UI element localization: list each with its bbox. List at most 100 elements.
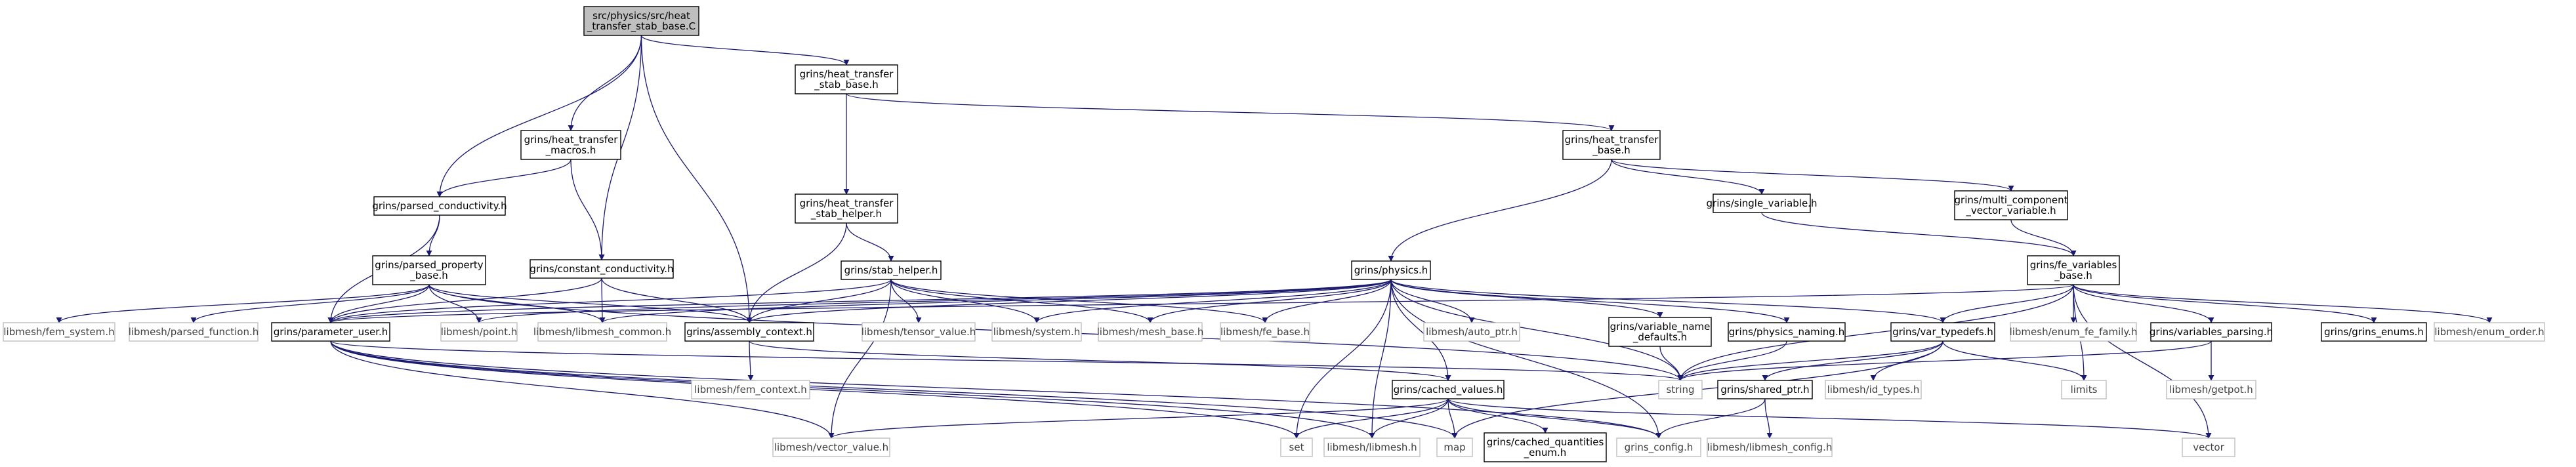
- node-constant_conductivity_h[interactable]: grins/constant_conductivity.h: [530, 259, 674, 279]
- node-box: [1890, 322, 1995, 342]
- edge-parsed_property_base_h-to-fem_system_h: [56, 284, 430, 323]
- node-box: [1392, 380, 1505, 399]
- node-box: [1098, 322, 1203, 342]
- edge-root-to-heat_transfer_macros_h: [568, 35, 642, 131]
- edge-cached_values_h-to-cached_quantities_enum_h: [1447, 398, 1548, 434]
- dependency-nodes: src/physics/src/heat_transfer_stab_base.…: [3, 6, 2545, 462]
- edge-shared_ptr_h-to-grins_config_h: [1655, 398, 1766, 439]
- node-label: _base.h: [1592, 144, 1631, 157]
- edge-heat_transfer_base_h-to-physics_h: [1388, 159, 1612, 262]
- node-box: [1484, 432, 1607, 462]
- edge-assembly_context_h-to-fem_context_h: [747, 340, 754, 381]
- node-box: [795, 64, 898, 94]
- node-physics_naming_h[interactable]: grins/physics_naming.h: [1728, 322, 1846, 342]
- node-label: set: [1289, 441, 1304, 453]
- node-heat_transfer_macros_h[interactable]: grins/heat_transfer_macros.h: [520, 130, 621, 160]
- node-id_types_h: libmesh/id_types.h: [1825, 380, 1922, 399]
- node-variables_parsing_h[interactable]: grins/variables_parsing.h: [2150, 322, 2273, 342]
- edge-parsed_conductivity_h-to-parsed_property_base_h: [426, 214, 440, 256]
- node-root[interactable]: src/physics/src/heat_transfer_stab_base.…: [583, 6, 699, 36]
- node-multi_component_vector_variable_h[interactable]: grins/multi_component_vector_variable.h: [1954, 190, 2068, 220]
- node-cached_values_h[interactable]: grins/cached_values.h: [1392, 380, 1505, 399]
- node-label: grins/parameter_user.h: [274, 326, 388, 338]
- edge-physics_h-to-physics_naming_h: [1390, 279, 1790, 323]
- node-label: libmesh/point.h: [441, 326, 518, 338]
- edge-constant_conductivity_h-to-assembly_context_h: [601, 277, 753, 323]
- edge-cached_values_h-to-set: [1293, 398, 1449, 439]
- node-cached_quantities_enum_h[interactable]: grins/cached_quantities_enum.h: [1484, 432, 1607, 462]
- node-label: grins/parsed_property: [375, 259, 484, 272]
- node-enum_fe_family_h: libmesh/enum_fe_family.h: [2010, 322, 2137, 342]
- node-label: libmesh/libmesh_common.h: [533, 326, 671, 338]
- edge-root-to-heat_transfer_stab_base_h: [640, 35, 850, 66]
- node-label: libmesh/fem_context.h: [694, 384, 807, 396]
- edge-stab_helper_h-to-system_h: [890, 279, 1040, 323]
- node-shared_ptr_h[interactable]: grins/shared_ptr.h: [1717, 380, 1813, 399]
- node-box: [1280, 437, 1313, 457]
- node-label: libmesh/id_types.h: [1827, 384, 1920, 396]
- node-single_variable_h[interactable]: grins/single_variable.h: [1707, 193, 1818, 213]
- node-label: _base.h: [2054, 270, 2092, 282]
- node-label: libmesh/fem_system.h: [3, 326, 114, 338]
- edge-fe_variables_base_h-to-string: [1677, 284, 2074, 381]
- node-box: [862, 322, 976, 342]
- node-assembly_context_h[interactable]: grins/assembly_context.h: [684, 322, 814, 342]
- node-box: [271, 322, 390, 342]
- edge-stab_helper_h-to-mesh_base_h: [890, 279, 1153, 323]
- node-heat_transfer_stab_base_h[interactable]: grins/heat_transfer_stab_base.h: [795, 64, 898, 94]
- node-box: [991, 322, 1082, 342]
- node-string: string: [1658, 380, 1703, 399]
- node-var_typedefs_h[interactable]: grins/var_typedefs.h: [1890, 322, 1995, 342]
- edge-physics_h-to-assembly_context_h: [746, 279, 1392, 323]
- edge-stab_helper_h-to-assembly_context_h: [746, 279, 892, 323]
- edge-cached_values_h-to-libmesh_h: [1369, 398, 1449, 439]
- node-box: [841, 260, 942, 280]
- node-label: _stab_base.h: [814, 79, 878, 91]
- node-fe_variables_base_h[interactable]: grins/fe_variables_base.h: [2027, 255, 2120, 285]
- node-physics_h[interactable]: grins/physics.h: [1351, 260, 1431, 280]
- node-parsed_function_h: libmesh/parsed_function.h: [129, 322, 259, 342]
- node-label: grins/heat_transfer: [800, 197, 894, 210]
- node-box: [2182, 437, 2235, 457]
- edge-physics_h-to-set: [1293, 279, 1392, 439]
- edge-var_typedefs_h-to-shared_ptr_h: [1762, 340, 1943, 381]
- node-box: [530, 259, 674, 279]
- node-box: [2166, 380, 2256, 399]
- edge-heat_transfer_macros_h-to-constant_conductivity_h: [570, 159, 605, 260]
- node-label: _macros.h: [545, 144, 596, 157]
- node-variable_name_defaults_h[interactable]: grins/variable_name_defaults.h: [1608, 317, 1712, 347]
- node-label: libmesh/libmesh_config.h: [1707, 441, 1833, 454]
- edge-physics_h-to-parameter_user_h: [327, 279, 1392, 323]
- node-label: grins/var_typedefs.h: [1892, 326, 1993, 338]
- node-box: [1423, 322, 1520, 342]
- edge-parsed_property_base_h-to-point_h: [428, 284, 482, 323]
- edge-physics_h-to-libmesh_common_h: [599, 279, 1392, 323]
- node-heat_transfer_base_h[interactable]: grins/heat_transfer_base.h: [1562, 130, 1661, 160]
- edge-physics_naming_h-to-string: [1677, 340, 1787, 381]
- edge-cached_values_h-to-grins_config_h: [1447, 398, 1662, 439]
- node-box: [2434, 322, 2545, 342]
- edge-stab_helper_h-to-parameter_user_h: [327, 279, 892, 323]
- node-stab_helper_h[interactable]: grins/stab_helper.h: [841, 260, 942, 280]
- node-label: map: [1444, 441, 1465, 453]
- edge-parsed_property_base_h-to-parsed_function_h: [190, 284, 430, 323]
- edge-fe_variables_base_h-to-variables_parsing_h: [2073, 284, 2214, 323]
- node-label: grins/variable_name: [1610, 321, 1711, 333]
- node-heat_transfer_stab_helper_h[interactable]: grins/heat_transfer_stab_helper.h: [795, 193, 898, 224]
- node-label: libmesh/tensor_value.h: [862, 326, 976, 338]
- node-mesh_base_h: libmesh/mesh_base.h: [1097, 322, 1203, 342]
- node-fe_base_h: libmesh/fe_base.h: [1220, 322, 1310, 342]
- node-grins_enums_h[interactable]: grins/grins_enums.h: [2321, 322, 2427, 342]
- edge-heat_transfer_stab_base_h-to-heat_transfer_base_h: [846, 93, 1615, 131]
- node-parsed_property_base_h[interactable]: grins/parsed_property_base.h: [372, 255, 486, 285]
- node-label: _vector_variable.h: [1965, 205, 2056, 217]
- node-box: [1658, 380, 1703, 399]
- node-box: [3, 322, 115, 342]
- node-parameter_user_h[interactable]: grins/parameter_user.h: [271, 322, 390, 342]
- node-label: grins/fe_variables: [2030, 259, 2117, 272]
- node-box: [795, 193, 898, 224]
- node-parsed_conductivity_h[interactable]: grins/parsed_conductivity.h: [372, 196, 507, 216]
- node-grins_config_h: grins_config.h: [1616, 437, 1701, 457]
- node-box: [373, 196, 506, 216]
